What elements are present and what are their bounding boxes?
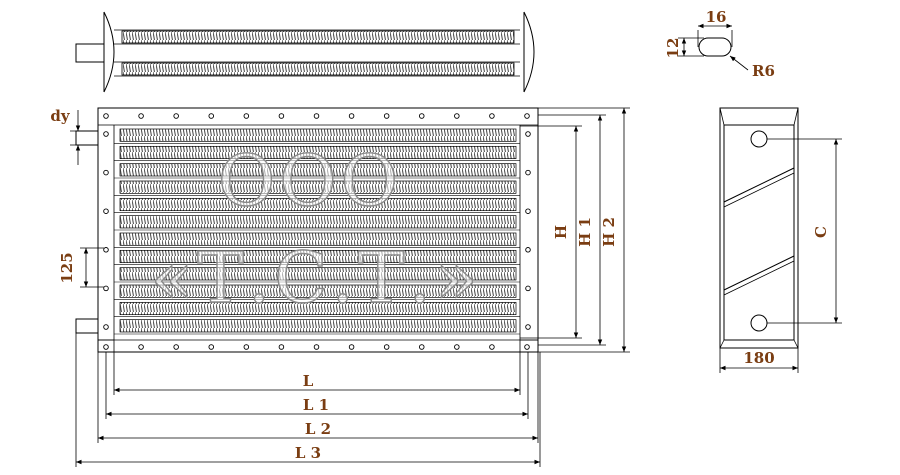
h2-label: H 2 — [600, 217, 618, 247]
flange-hole — [173, 344, 179, 350]
side-view: C 180 — [719, 107, 842, 373]
h-label: H — [552, 225, 570, 239]
flange-hole — [103, 247, 109, 253]
flange-hole — [173, 113, 179, 119]
fin-tube — [119, 145, 517, 160]
dy-label: dy — [50, 107, 70, 125]
flange-hole — [138, 113, 144, 119]
flange-hole — [103, 285, 109, 292]
l1-label: L 1 — [303, 396, 329, 414]
flange-hole — [489, 113, 495, 119]
pitch-label: 125 — [58, 252, 76, 283]
flange-hole — [208, 344, 214, 350]
flange-hole — [524, 344, 530, 350]
flange-hole — [103, 324, 109, 330]
depth-label: 180 — [743, 349, 774, 367]
flange-hole — [525, 131, 531, 137]
flange-hole — [313, 344, 320, 350]
fin-tube — [119, 267, 517, 281]
fin-tube — [119, 301, 517, 316]
flange-hole — [525, 247, 531, 253]
flange-hole — [103, 208, 109, 214]
flange-hole — [278, 113, 285, 119]
slot-detail: 16 12 R6 — [664, 8, 775, 80]
fin-tube — [119, 249, 517, 264]
fin-tube — [119, 197, 517, 212]
flange-hole — [313, 113, 320, 119]
flange-hole — [383, 344, 390, 350]
fin-tube — [119, 215, 517, 229]
top-view — [75, 11, 535, 93]
flange-hole — [103, 169, 109, 176]
fin-tube — [119, 284, 517, 298]
flange-hole — [138, 344, 144, 350]
fin-tube — [119, 232, 517, 246]
flange-hole — [524, 113, 530, 119]
flange-hole — [419, 113, 425, 119]
slot-radius-label: R6 — [752, 62, 775, 80]
flange-hole — [243, 344, 250, 350]
flange-hole — [525, 285, 531, 292]
l-label: L — [303, 372, 314, 390]
flange-hole — [103, 113, 109, 119]
flange-hole — [525, 169, 531, 176]
fin-tube — [119, 180, 517, 194]
c-label: C — [812, 226, 830, 238]
flange-hole — [383, 113, 390, 119]
watermark-line2: «Т.С.Т.» — [150, 237, 481, 319]
watermark-line1: ООО — [218, 140, 402, 222]
flange-hole — [489, 344, 495, 350]
fin-tube — [119, 163, 517, 177]
front-view: dy 125 H H 1 H 2 L L 1 L 2 — [50, 107, 630, 467]
flange-hole — [278, 344, 285, 350]
l3-label: L 3 — [295, 444, 321, 462]
flange-hole — [525, 324, 531, 330]
flange-hole — [103, 131, 109, 137]
flange-hole — [348, 113, 355, 119]
slot-width-label: 16 — [706, 8, 727, 26]
flange-hole — [454, 113, 460, 119]
fin-tube — [119, 128, 517, 142]
flange-hole — [208, 113, 214, 119]
flange-hole — [454, 344, 460, 350]
watermark: ООО «Т.С.Т.» — [150, 139, 481, 319]
l2-label: L 2 — [305, 420, 331, 438]
flange-hole — [525, 208, 531, 214]
slot-height-label: 12 — [664, 38, 682, 59]
flange-hole — [103, 344, 109, 350]
h1-label: H 1 — [576, 217, 594, 247]
flange-hole — [243, 113, 250, 119]
fin-tube — [119, 319, 517, 333]
flange-hole — [419, 344, 425, 350]
flange-hole — [348, 344, 355, 350]
